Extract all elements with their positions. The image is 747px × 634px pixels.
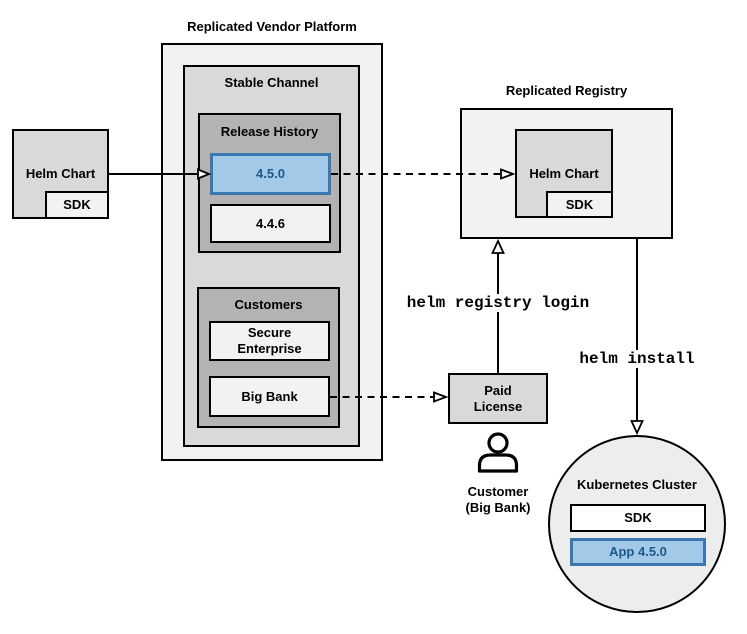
cluster-app-label: App 4.5.0 <box>609 544 667 560</box>
release-history-title: Release History <box>220 124 319 139</box>
release-version-446-label: 4.4.6 <box>256 215 285 231</box>
stable-channel-title: Stable Channel <box>224 75 319 90</box>
customer-secure-enterprise: Secure Enterprise <box>209 321 330 361</box>
cluster-sdk-label: SDK <box>624 510 652 526</box>
registry-sdk-box: SDK <box>546 191 613 218</box>
customer-big-bank: Big Bank <box>209 376 330 417</box>
paid-license-box: Paid License <box>448 373 548 424</box>
paid-license-label: Paid License <box>473 382 523 414</box>
person-icon <box>477 432 519 473</box>
customer-caption: Customer (Big Bank) <box>437 484 559 517</box>
registry-helm-chart-label: Helm Chart <box>529 165 599 181</box>
customer-caption-detail: (Big Bank) <box>465 500 531 516</box>
release-version-450-label: 4.5.0 <box>256 166 285 182</box>
vendor-platform-title: Replicated Vendor Platform <box>187 19 357 34</box>
customer-big-bank-label: Big Bank <box>241 388 298 404</box>
customer-secure-enterprise-label: Secure Enterprise <box>237 325 302 356</box>
registry-sdk-label: SDK <box>565 196 594 212</box>
source-sdk-box: SDK <box>45 191 109 219</box>
cluster-sdk-box: SDK <box>570 504 706 532</box>
source-sdk-label: SDK <box>63 197 91 213</box>
release-version-446: 4.4.6 <box>210 204 331 243</box>
source-helm-chart-label: Helm Chart <box>25 166 96 182</box>
customers-title: Customers <box>234 297 303 312</box>
arrow-registry-to-cluster <box>630 239 644 436</box>
registry-title: Replicated Registry <box>505 83 628 98</box>
release-version-450: 4.5.0 <box>210 153 331 195</box>
cluster-app-box: App 4.5.0 <box>570 538 706 566</box>
kubernetes-cluster-title: Kubernetes Cluster <box>577 477 697 492</box>
command-helm-registry-login: helm registry login <box>388 294 608 312</box>
command-helm-install: helm install <box>571 350 703 368</box>
customer-caption-name: Customer <box>467 484 529 499</box>
